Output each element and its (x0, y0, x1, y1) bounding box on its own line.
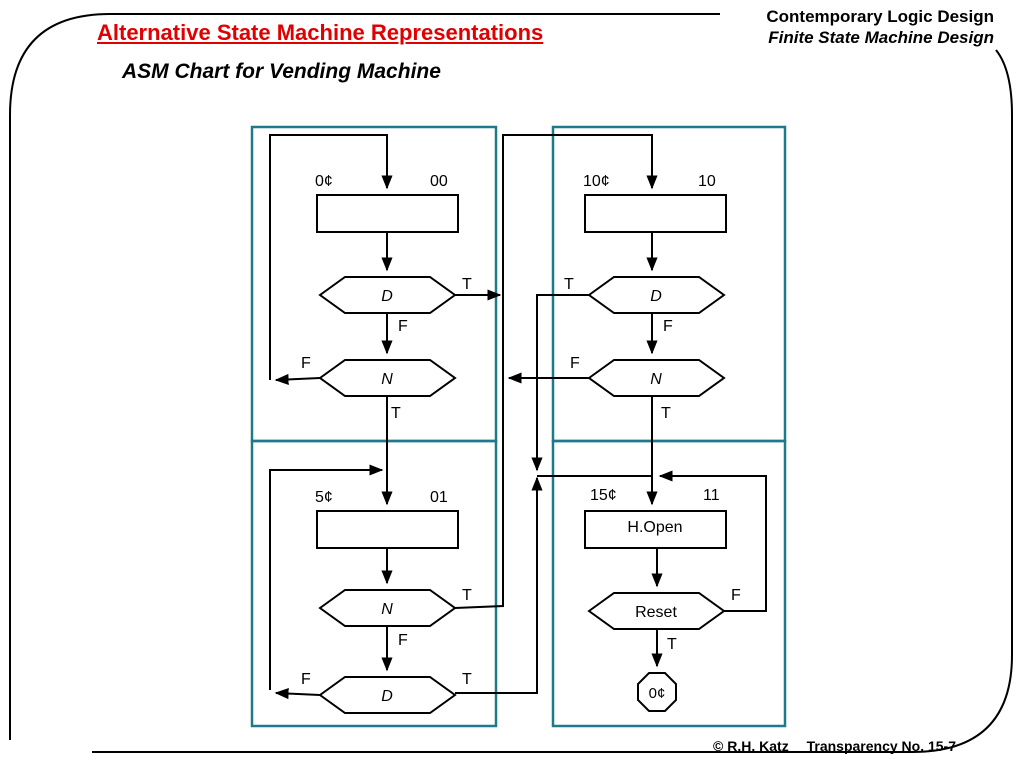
course-header: Contemporary Logic Design Finite State M… (766, 6, 994, 48)
branch-t-5n: T (462, 587, 472, 604)
flow-5d-t-to-15 (455, 476, 543, 694)
branch-t-0d: T (462, 276, 472, 293)
state-code-0: 00 (430, 173, 448, 190)
flow-10d-t-to-15 (531, 294, 589, 472)
flow-reset-f-loop (658, 470, 767, 612)
branch-f-10d: F (663, 318, 673, 335)
branch-f-0n: F (301, 355, 311, 372)
branch-t-10d: T (564, 276, 574, 293)
state-block-5 (250, 439, 498, 728)
state-box-5 (316, 510, 459, 549)
decision-label-d-10: D (650, 288, 662, 305)
state-box-15 (584, 510, 727, 549)
decision-d-5 (318, 676, 457, 714)
flow-n-f-back (274, 373, 321, 386)
slide-frame (9, 13, 1013, 753)
flow-0-loop (269, 134, 393, 380)
state-box-10 (584, 194, 727, 233)
state-box-0 (316, 194, 459, 233)
state-output-15: H.Open (627, 519, 682, 536)
decision-label-n-10: N (650, 371, 662, 388)
slide-subtitle: ASM Chart for Vending Machine (122, 60, 441, 83)
flow-5n-t-to-10 (454, 134, 658, 609)
flow-5-loop (269, 464, 384, 690)
state-code-15: 11 (703, 487, 720, 504)
decision-n-10 (587, 359, 726, 397)
decision-label-n-0: N (381, 371, 393, 388)
footer: © R.H. Katz Transparency No. 15-7 (713, 738, 956, 754)
branch-f-reset: F (731, 587, 741, 604)
decision-label-d-5: D (381, 688, 393, 705)
state-name-5: 5¢ (315, 489, 333, 506)
course-topic: Finite State Machine Design (768, 28, 994, 47)
decision-label-reset: Reset (635, 604, 677, 621)
state-code-5: 01 (430, 489, 448, 506)
branch-f-0d: F (398, 318, 408, 335)
branch-t-reset: T (667, 636, 677, 653)
decision-d-10 (587, 276, 726, 314)
flow-5d-f-back (274, 687, 321, 700)
state-name-15: 15¢ (590, 487, 617, 504)
course-name: Contemporary Logic Design (766, 7, 994, 26)
branch-f-10n: F (570, 355, 580, 372)
footer-copyright: © R.H. Katz (713, 738, 789, 754)
branch-f-5d: F (301, 671, 311, 688)
decision-label-d-0: D (381, 288, 393, 305)
decision-n-0 (318, 359, 457, 397)
state-block-15 (551, 439, 787, 728)
branch-t-5d: T (462, 671, 472, 688)
state-name-10: 10¢ (583, 173, 610, 190)
state-code-10: 10 (698, 173, 716, 190)
footer-transparency: Transparency No. 15-7 (806, 738, 956, 754)
branch-f-5n: F (398, 632, 408, 649)
exit-state-label: 0¢ (649, 685, 666, 702)
slide-title: Alternative State Machine Representation… (97, 20, 544, 45)
branch-t-0n: T (391, 405, 401, 422)
state-name-0: 0¢ (315, 173, 333, 190)
exit-state-octagon (637, 672, 677, 712)
decision-label-n-5: N (381, 601, 393, 618)
branch-t-10n: T (661, 405, 671, 422)
